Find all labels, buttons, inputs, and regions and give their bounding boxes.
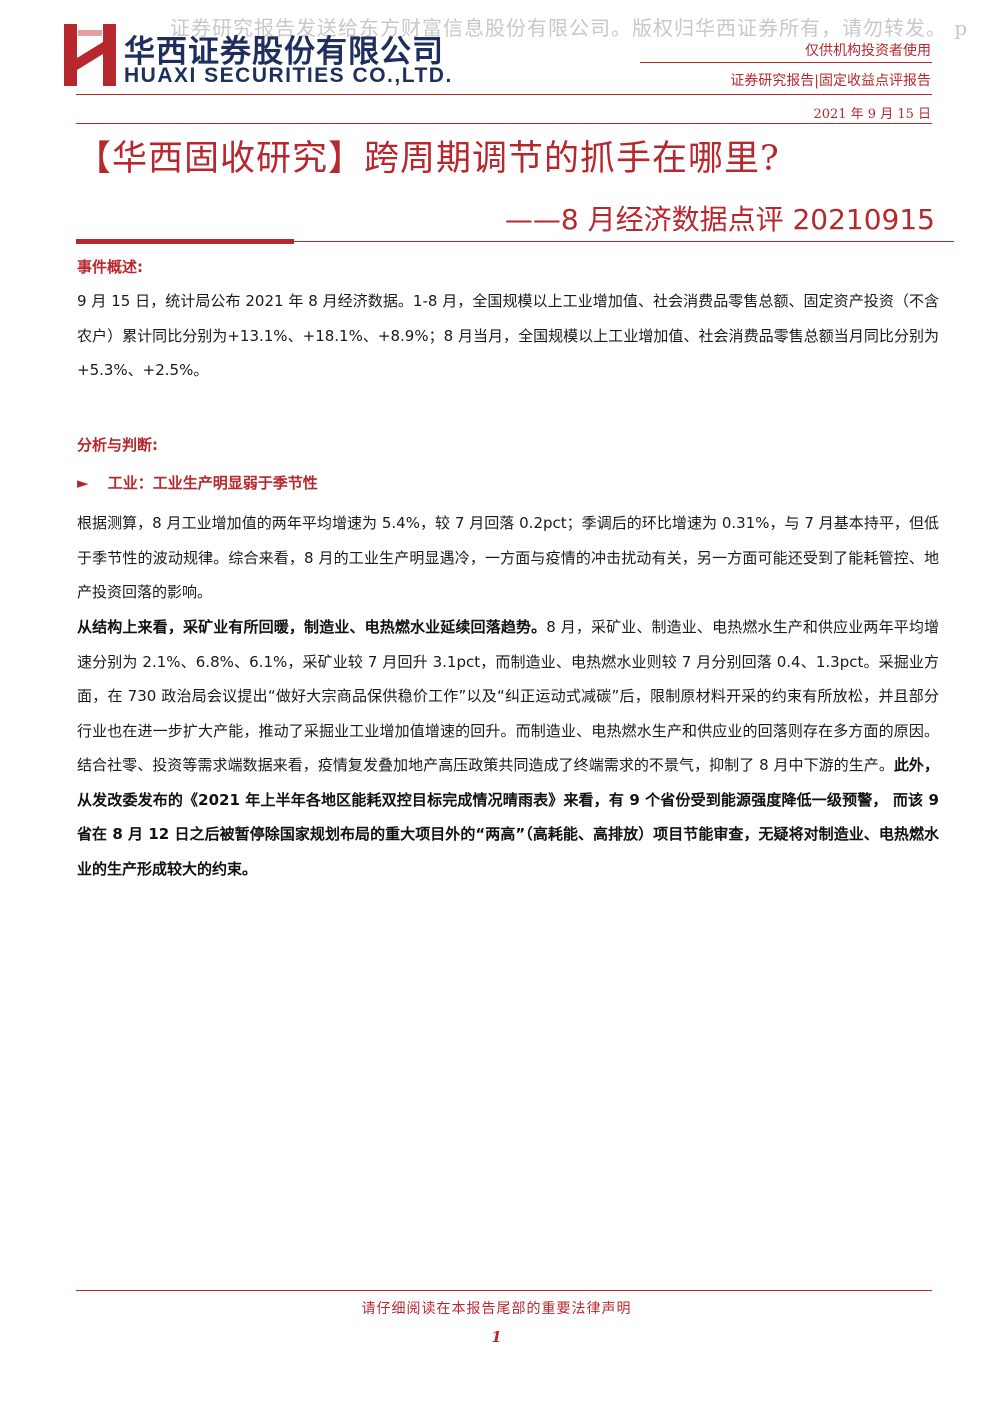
page-title: 【华西固收研究】跨周期调节的抓手在哪里? (76, 139, 780, 179)
page-subtitle: ——8 月经济数据点评 20210915 (504, 203, 935, 236)
event-heading: 事件概述: (77, 258, 143, 276)
bullet-title: 工业：工业生产明显弱于季节性 (107, 474, 318, 492)
watermark-text: 证券研究报告发送给东方财富信息股份有限公司。版权归华西证券所有，请勿转发。 p (170, 16, 969, 40)
company-name-cn: 华西证券股份有限公司 (124, 34, 444, 70)
analysis-heading: 分析与判断: (77, 436, 158, 454)
bullet-arrow-icon: ► (77, 474, 89, 492)
header-rule-1 (640, 62, 932, 63)
header-rule-2 (76, 94, 932, 95)
event-paragraph: 9 月 15 日，统计局公布 2021 年 8 月经济数据。1-8 月，全国规模… (77, 292, 939, 379)
legal-notice: 请仔细阅读在本报告尾部的重要法律声明 (361, 1301, 632, 1317)
industry-paragraph-1: 根据测算，8 月工业增加值的两年平均增速为 5.4%，较 7 月回落 0.2pc… (77, 514, 939, 601)
structure-body: 8 月，采矿业、制造业、电热燃水生产和供应业两年平均增速分别为 2.1%、6.8… (77, 618, 939, 774)
report-type: 证券研究报告|固定收益点评报告 (730, 73, 931, 89)
structure-tail: 此外，从发改委发布的《2021 年上半年各地区能耗双控目标完成情况晴雨表》来看，… (77, 756, 939, 878)
footer-rule (76, 1290, 932, 1291)
bullet-industry: ► 工业：工业生产明显弱于季节性 (77, 472, 318, 493)
title-divider (294, 241, 954, 242)
huaxi-logo-icon (64, 24, 116, 86)
title-accent-bar (76, 239, 294, 244)
header-rule-3 (76, 123, 932, 124)
structure-lead: 从结构上来看，采矿业有所回暖，制造业、电热燃水业延续回落趋势。 (77, 618, 547, 636)
company-name-en: HUAXI SECURITIES CO.,LTD. (124, 64, 453, 87)
industry-paragraph-2: 从结构上来看，采矿业有所回暖，制造业、电热燃水业延续回落趋势。8 月，采矿业、制… (77, 610, 939, 886)
page-number: 1 (491, 1328, 502, 1346)
report-date: 2021 年 9 月 15 日 (813, 107, 931, 122)
audience-note: 仅供机构投资者使用 (805, 43, 931, 59)
